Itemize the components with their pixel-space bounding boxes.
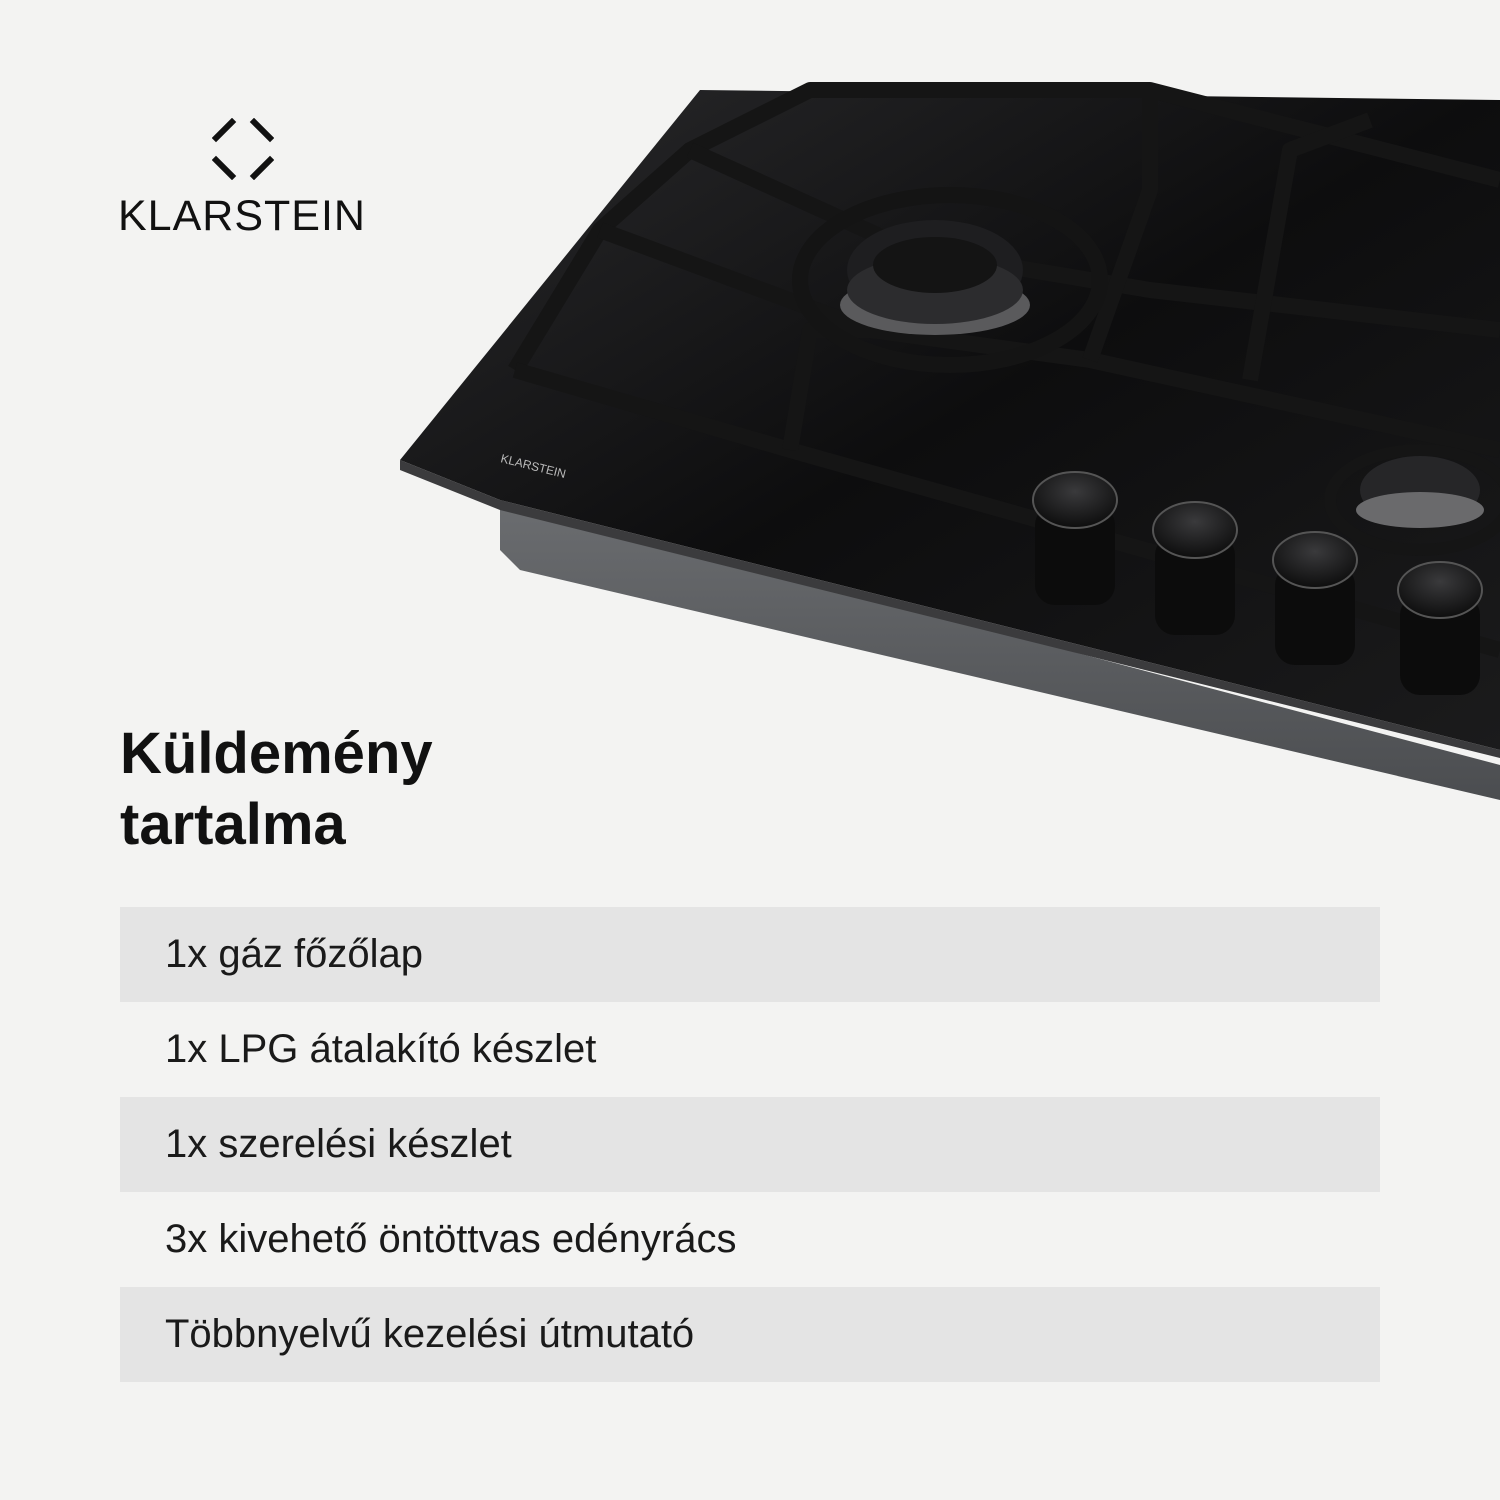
heading-line-1: Küldemény: [120, 721, 433, 786]
list-item: 1x LPG átalakító készlet: [165, 1027, 597, 1071]
hob-base: [500, 500, 1500, 810]
list-item: 3x kivehető öntöttvas edényrács: [165, 1217, 737, 1261]
cast-iron-grates: [508, 82, 1500, 658]
list-item: 1x szerelési készlet: [120, 1097, 1380, 1192]
section-heading: Küldemény tartalma: [120, 718, 720, 860]
brand-name: KLARSTEIN: [118, 192, 366, 240]
main-burner: [792, 187, 1108, 373]
small-burner: [1324, 444, 1500, 556]
control-knobs: [1032, 471, 1483, 695]
list-item: Többnyelvű kezelési útmutató: [120, 1287, 1380, 1382]
heading-line-2: tartalma: [120, 792, 346, 857]
product-image-gas-hob: KLARSTEIN: [400, 82, 1500, 810]
list-item: 1x gáz főzőlap: [120, 907, 1380, 1002]
brand-logo: KLARSTEIN: [118, 118, 378, 248]
klarstein-diamond-icon: [212, 118, 274, 180]
package-contents-list: 1x gáz főzőlap 1x LPG átalakító készlet …: [120, 907, 1380, 1382]
